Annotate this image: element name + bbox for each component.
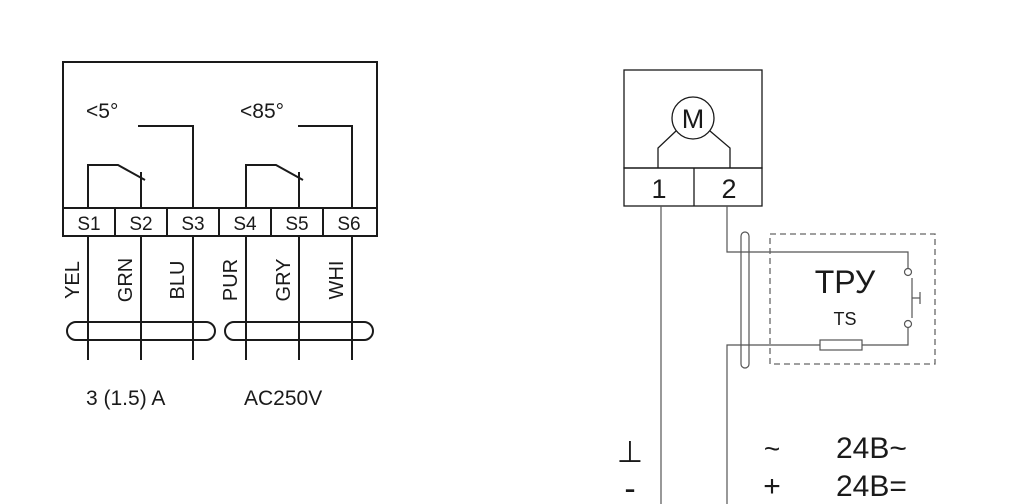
motor-wires (660, 206, 770, 504)
wire-whi: WHI (326, 261, 348, 300)
motor-lead-2 (709, 130, 731, 168)
cable-bundle-1 (66, 321, 216, 341)
motor-block: M 1 2 (623, 69, 763, 207)
rating-voltage: AC250V (244, 387, 322, 410)
motor-lead-1 (657, 130, 677, 168)
rating-current: 3 (1.5) A (86, 387, 165, 410)
switch2-common-line (298, 125, 353, 208)
motor-terminal-1: 1 (651, 174, 666, 204)
switch-contact-2 (245, 125, 353, 208)
motor-terminal-2: 2 (721, 174, 736, 204)
terminal-s4: S4 (233, 214, 257, 235)
terminal-s6: S6 (337, 214, 360, 235)
thermostat-switch (770, 251, 921, 351)
switch-housing (62, 61, 378, 209)
angle-high-label: <85° (240, 100, 284, 123)
switch1-common-line (138, 125, 194, 208)
ac-label: 24B~ (836, 432, 907, 465)
dc-symbol: + (763, 470, 781, 503)
cable-bundle-2 (224, 321, 374, 341)
switch1-blade (87, 164, 146, 208)
motor-terminal-strip (623, 167, 763, 207)
terminal-s1: S1 (77, 214, 100, 235)
cable-sleeve (740, 231, 750, 369)
wire-grn: GRN (115, 258, 137, 302)
neg-symbol: - (624, 470, 635, 504)
terminal-s3: S3 (181, 214, 204, 235)
terminal-s5: S5 (285, 214, 308, 235)
wire-blu: BLU (167, 261, 189, 300)
terminal-s2: S2 (129, 214, 152, 235)
angle-low-label: <5° (86, 100, 118, 123)
ground-symbol: ⊥ (617, 436, 643, 469)
ac-symbol: ~ (764, 433, 780, 464)
thermostat-block: ТРУ TS (769, 233, 936, 365)
switch2-blade (245, 164, 304, 208)
wire-yel: YEL (62, 261, 84, 299)
aux-switch-block: <5° <85° S1 S2 S3 S4 S5 S6 (62, 61, 378, 410)
wire-pur: PUR (220, 259, 242, 301)
switch-contact-1 (87, 125, 194, 208)
thermostat-box (769, 233, 936, 365)
motor-symbol: M (682, 104, 705, 134)
wire-gry: GRY (273, 259, 295, 302)
thermostat-sublabel: TS (833, 309, 856, 329)
thermostat-label: ТРУ (815, 264, 876, 300)
motor-symbol-circle (671, 96, 715, 140)
power-labels: ⊥ - ~ 24B~ + 24B= (617, 432, 907, 504)
dc-label: 24B= (836, 470, 907, 503)
